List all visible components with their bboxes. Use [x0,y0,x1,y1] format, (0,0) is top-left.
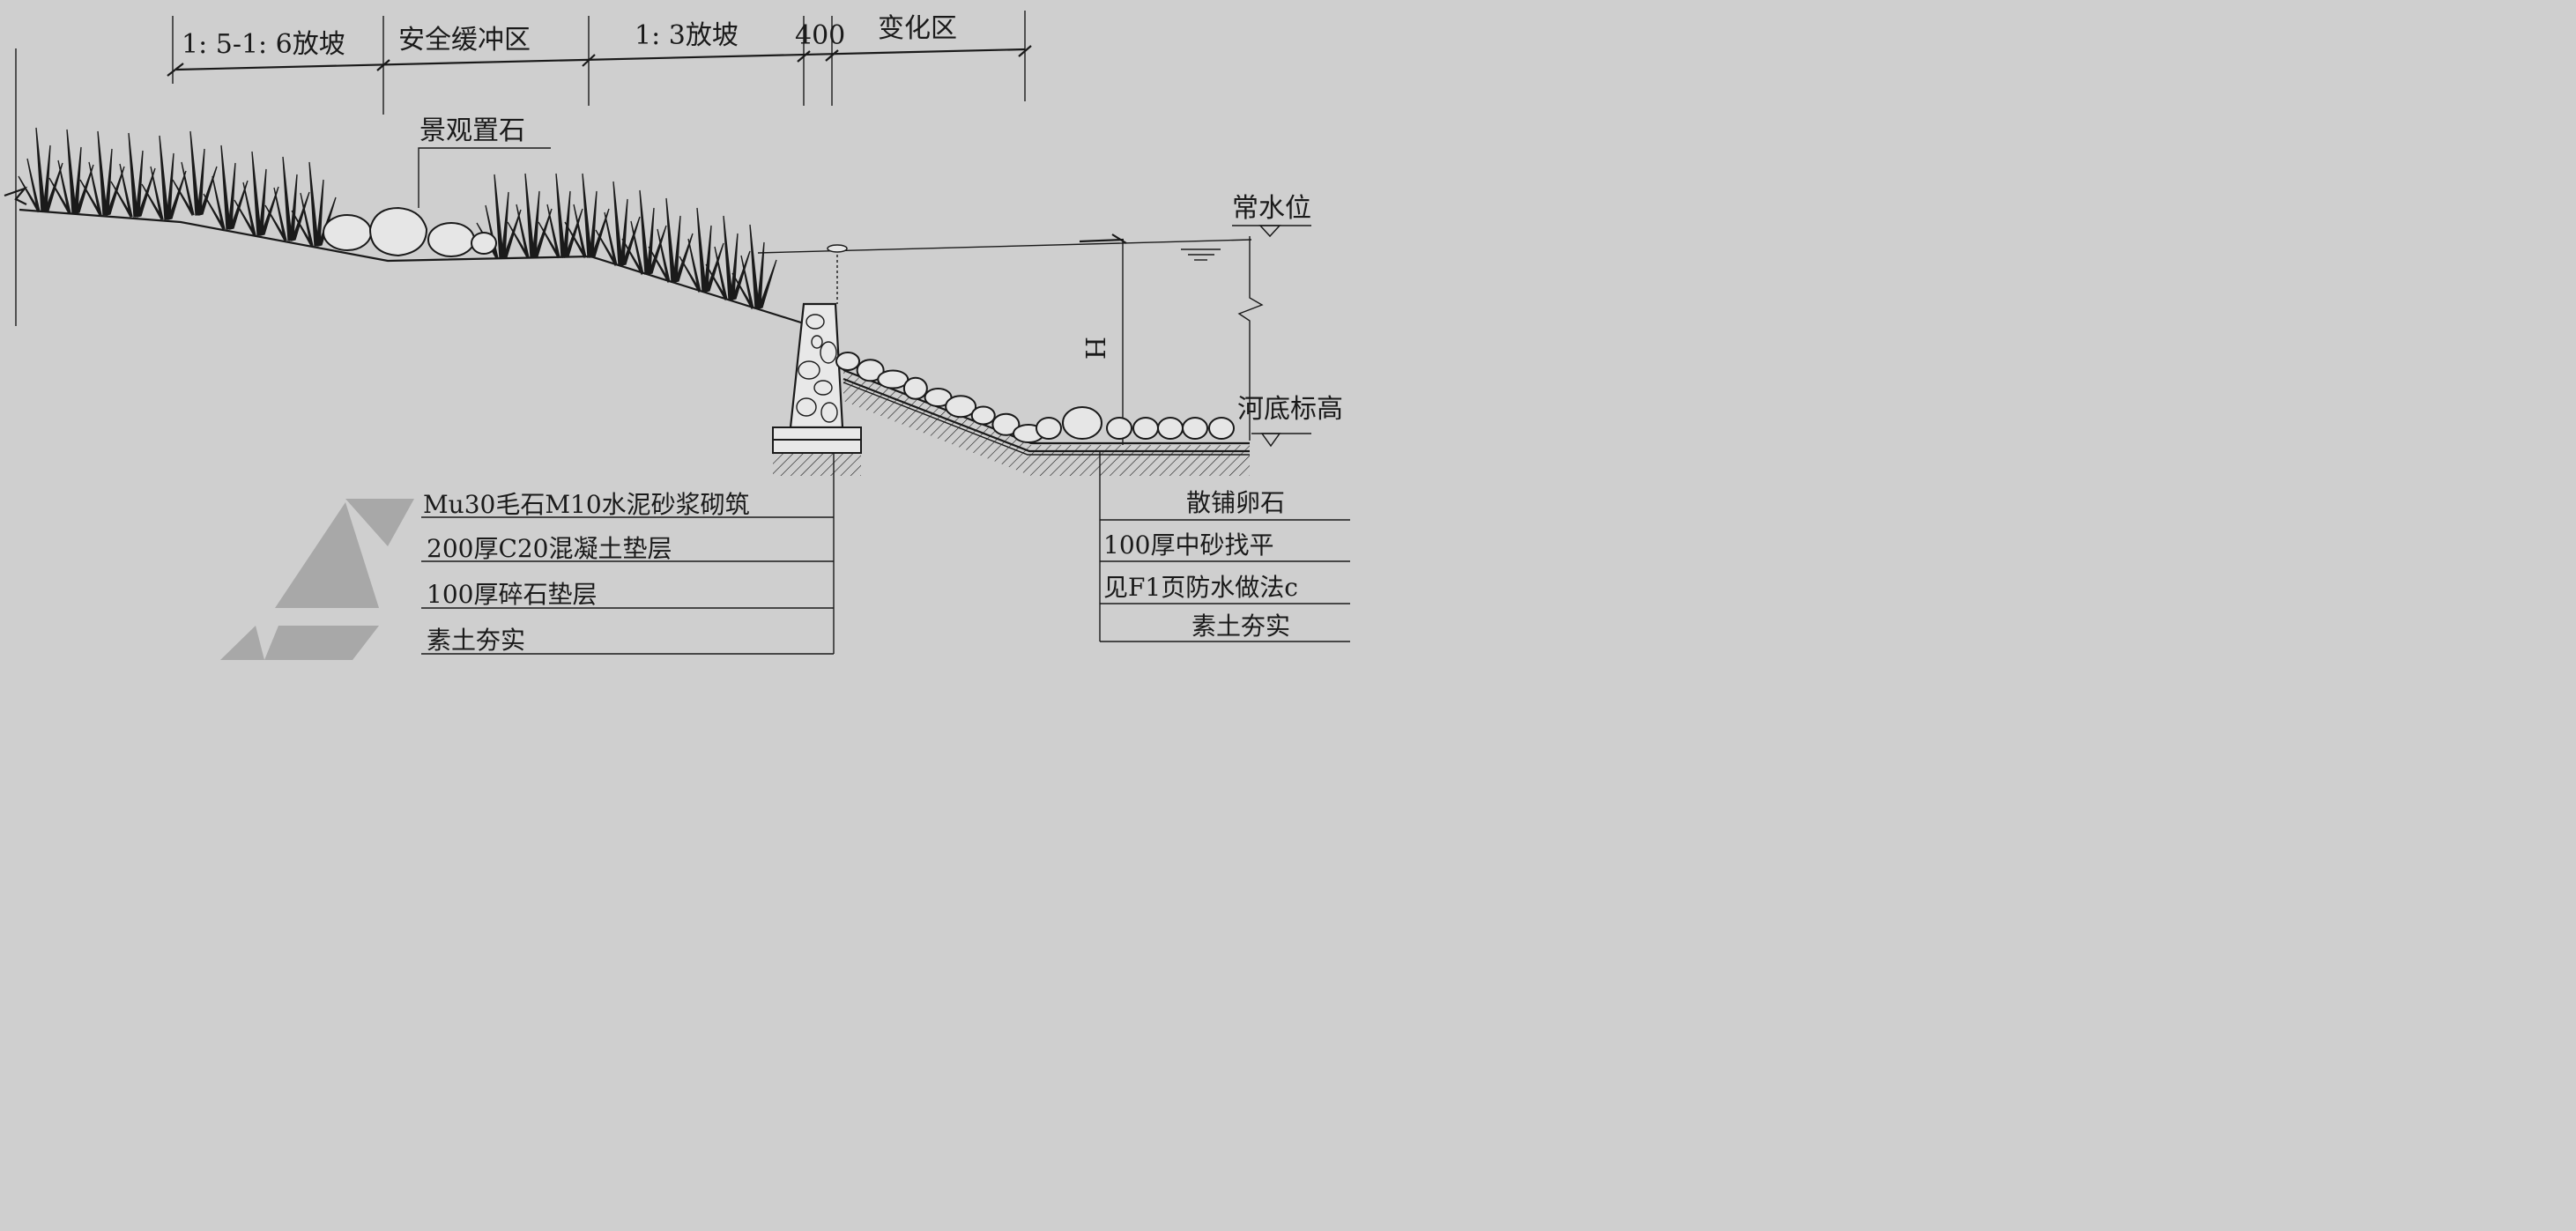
wall-layer-1: 200厚C20混凝土垫层 [427,534,672,563]
wall-layer-2: 100厚碎石垫层 [427,580,597,609]
height-label: H [1079,337,1110,360]
pebble [902,376,928,400]
riverbed-layer-callouts [1099,451,1350,642]
ground-profile [19,208,805,325]
pebble [1157,417,1184,440]
pebble [970,405,996,426]
dim-label-400: 400 [795,20,845,51]
wall-layer-callouts [421,453,835,655]
pebble [991,412,1021,436]
pebble [1106,417,1132,440]
riverbed-layer-2: 见F1页防水做法c [1103,573,1298,602]
pebble [945,395,977,419]
wall-layer-3: 素土夯实 [427,626,525,655]
pebble [1208,417,1235,440]
water-level-line [757,234,1252,445]
pebble [1132,417,1159,440]
callout-leader [418,147,551,208]
pebble [1062,406,1102,440]
left-break-line [4,48,28,326]
rubble-retaining-wall [772,302,862,476]
riverbed-layer-1: 100厚中砂找平 [1103,530,1273,560]
pebble [835,352,860,371]
dimension-line [167,11,1032,115]
pebble [1036,417,1062,440]
dim-label-slope-1: 1: 5-1: 6放坡 [182,29,345,60]
normal-water-level-label: 常水位 [1232,193,1311,224]
wall-layer-0: Mu30毛石M10水泥砂浆砌筑 [423,490,750,519]
landscape-stone-label: 景观置石 [419,115,525,146]
landscape-stones [323,206,497,257]
riverbed-layer-0: 散铺卵石 [1186,488,1285,517]
watermark-logo [220,499,414,660]
pebble [1182,417,1208,440]
river-bank-section: 1: 5-1: 6放坡 安全缓冲区 1: 3放坡 400 变化区 [4,11,1350,660]
dim-label-slope-2: 1: 3放坡 [635,20,739,51]
right-break-line [1237,236,1264,441]
pebble [856,359,885,382]
riverbed-elevation-label: 河底标高 [1237,394,1343,425]
dim-label-buffer-zone: 安全缓冲区 [398,25,531,56]
pebble-layer [835,352,1235,443]
section-drawing: 1: 5-1: 6放坡 安全缓冲区 1: 3放坡 400 变化区 [0,0,1382,660]
riverbed-layer-3: 素土夯实 [1191,612,1290,641]
dim-label-change-zone: 变化区 [878,13,957,44]
pebble [877,369,909,389]
